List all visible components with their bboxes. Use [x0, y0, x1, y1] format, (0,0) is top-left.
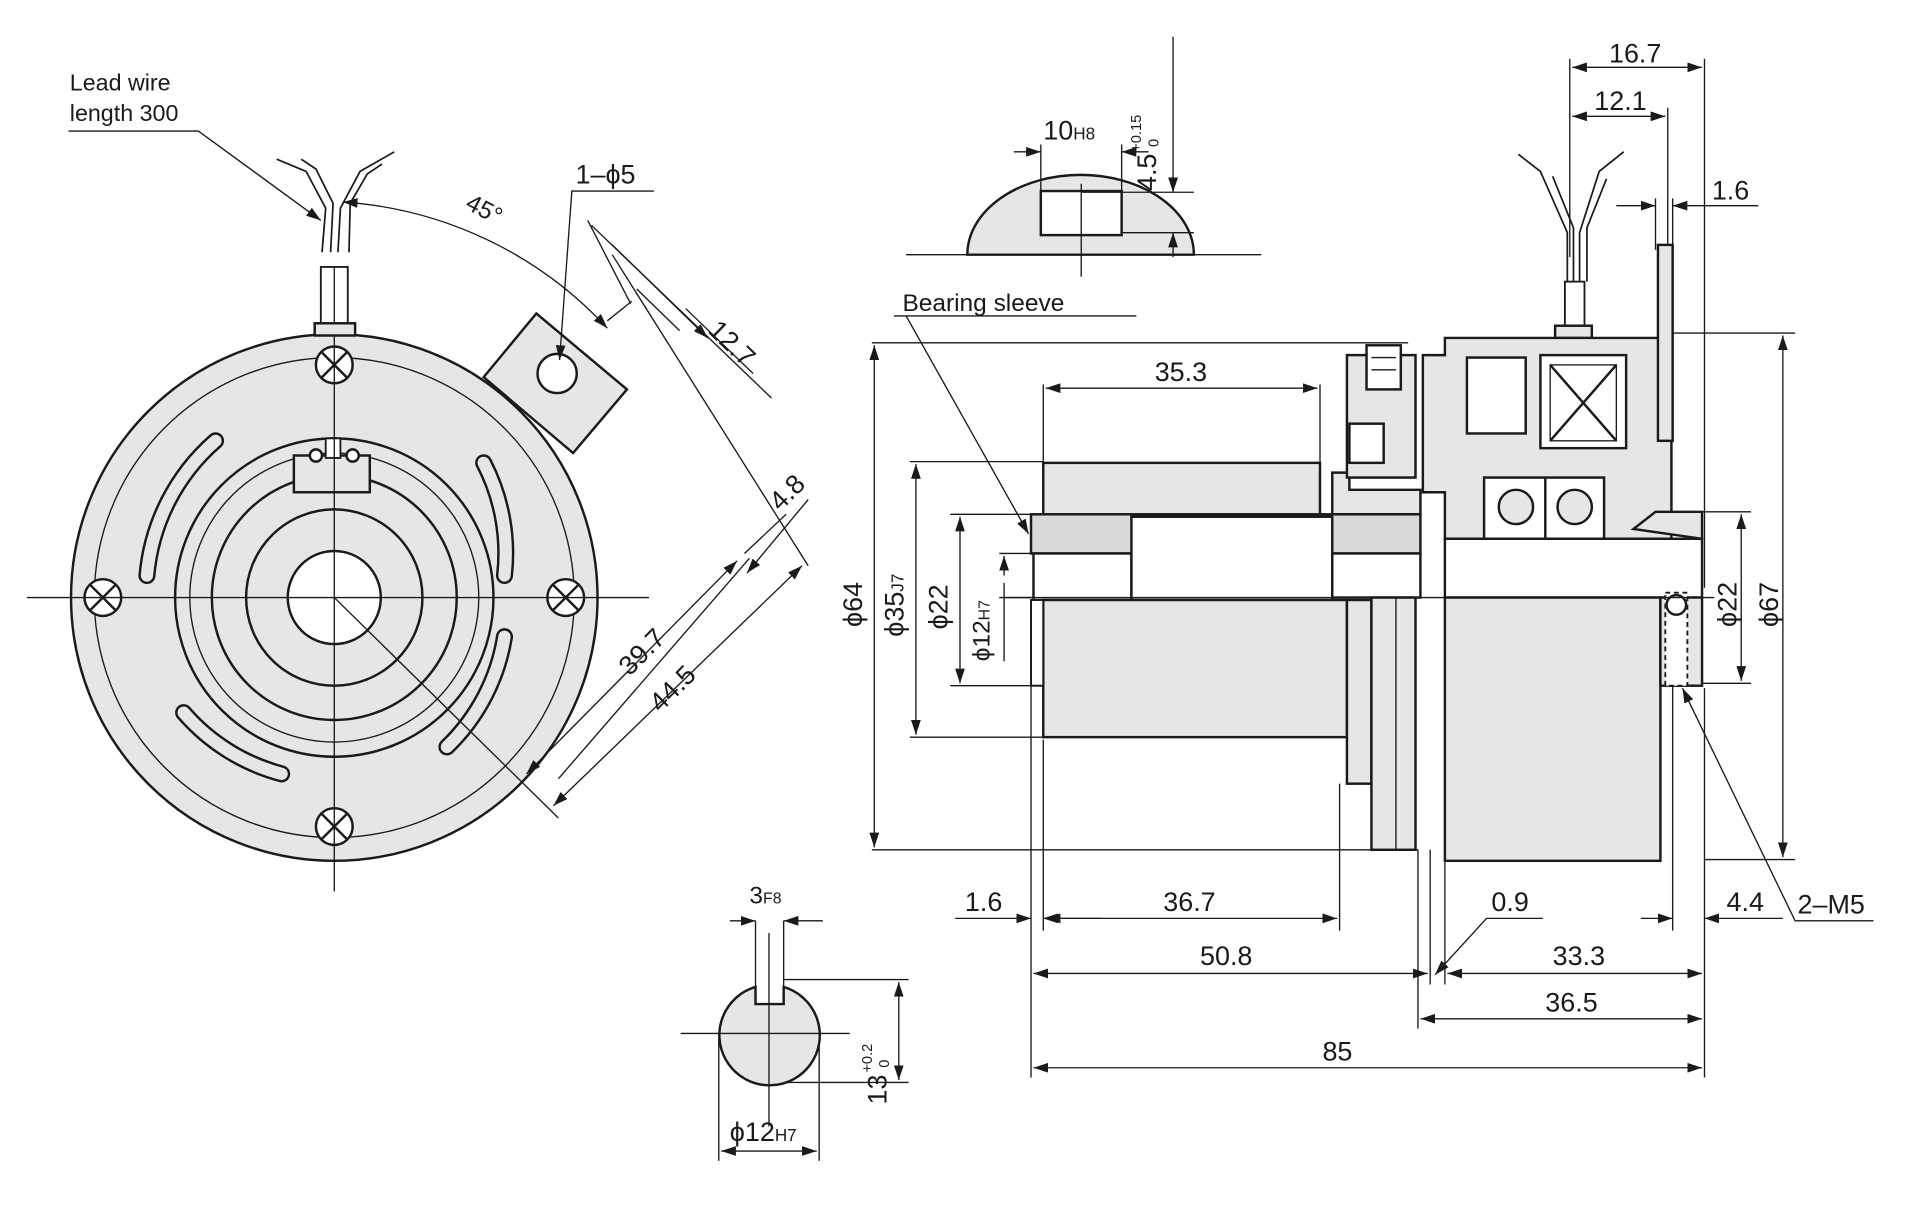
dim-key-h-tol-bot: 0 [1146, 139, 1162, 147]
dim-phi22-left: ϕ22 [924, 584, 954, 629]
dim-36-5: 36.5 [1545, 987, 1597, 1017]
dim-sec-h: 13 [863, 1075, 893, 1105]
dim-16-7: 16.7 [1609, 38, 1661, 68]
dim-36-7: 36.7 [1163, 887, 1215, 917]
dim-sec-h-tol-bot: 0 [877, 1060, 893, 1068]
dim-35-3: 35.3 [1155, 357, 1207, 387]
dim-key-h: 4.5 [1132, 154, 1162, 191]
label-lead-wire-1: Lead wire [70, 70, 171, 96]
dim-1-6-top: 1.6 [1712, 176, 1749, 206]
dim-33-3: 33.3 [1553, 941, 1605, 971]
label-angle: 45° [461, 189, 506, 230]
side-view: Bearing sleeve 35.3 ϕ64 ϕ35J7 ϕ22 ϕ12H7 … [838, 38, 1874, 1078]
label-bearing-sleeve: Bearing sleeve [902, 290, 1064, 317]
dim-key-w: 10H8 [1043, 116, 1095, 146]
dim-key-h-tol-top: +0.15 [1129, 115, 1145, 152]
dim-12-1: 12.1 [1594, 86, 1646, 116]
dim-12-7: 12.7 [703, 314, 762, 372]
label-hole: 1–ϕ5 [576, 160, 636, 190]
dim-phi64: ϕ64 [838, 582, 868, 627]
label-taps: 2–M5 [1798, 889, 1865, 919]
dim-4-8: 4.8 [763, 469, 811, 517]
front-view: Lead wire length 300 45° 1–ϕ5 12.7 4.8 3… [26, 70, 811, 892]
dim-44-5: 44.5 [643, 659, 701, 717]
label-lead-wire-2: length 300 [70, 100, 179, 126]
keyway-detail: 10H8 4.5 +0.15 0 [906, 36, 1262, 277]
dim-sec-h-tol-top: +0.2 [860, 1044, 876, 1073]
dim-1-6: 1.6 [965, 887, 1002, 917]
side-lead-wire-icon [1517, 151, 1625, 340]
dim-85: 85 [1322, 1036, 1352, 1066]
dim-4-4: 4.4 [1727, 887, 1764, 917]
dim-sec-phi: ϕ12H7 [730, 1117, 797, 1147]
dim-50-8: 50.8 [1200, 941, 1252, 971]
dim-sec-key: 3F8 [749, 883, 781, 910]
dim-0-9: 0.9 [1491, 887, 1528, 917]
dim-phi67: ϕ67 [1754, 582, 1784, 627]
dim-39-7: 39.7 [613, 623, 671, 681]
dim-phi12-left: ϕ12H7 [968, 600, 995, 661]
shaft-section: 3F8 13 +0.2 0 ϕ12H7 [680, 883, 909, 1161]
dim-phi22-right: ϕ22 [1712, 582, 1742, 627]
dim-phi35: ϕ35J7 [880, 574, 910, 637]
lead-wire-icon [276, 151, 395, 337]
